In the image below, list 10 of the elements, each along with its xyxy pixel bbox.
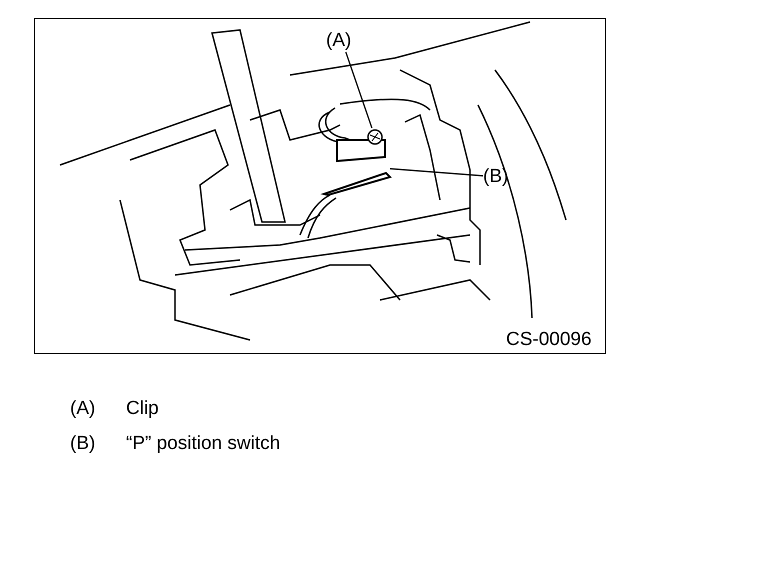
leader-line [345, 52, 373, 128]
figure-code: CS-00096 [506, 329, 592, 351]
clip-drawing [366, 128, 384, 146]
part-name: Clip [126, 398, 159, 420]
leader-line [390, 168, 484, 176]
callout-label: (A) [326, 30, 352, 52]
callout-key: (A) [70, 398, 96, 420]
callout-key: (B) [70, 433, 96, 455]
part-name: “P” position switch [126, 433, 280, 455]
switch-drawing [320, 137, 390, 195]
